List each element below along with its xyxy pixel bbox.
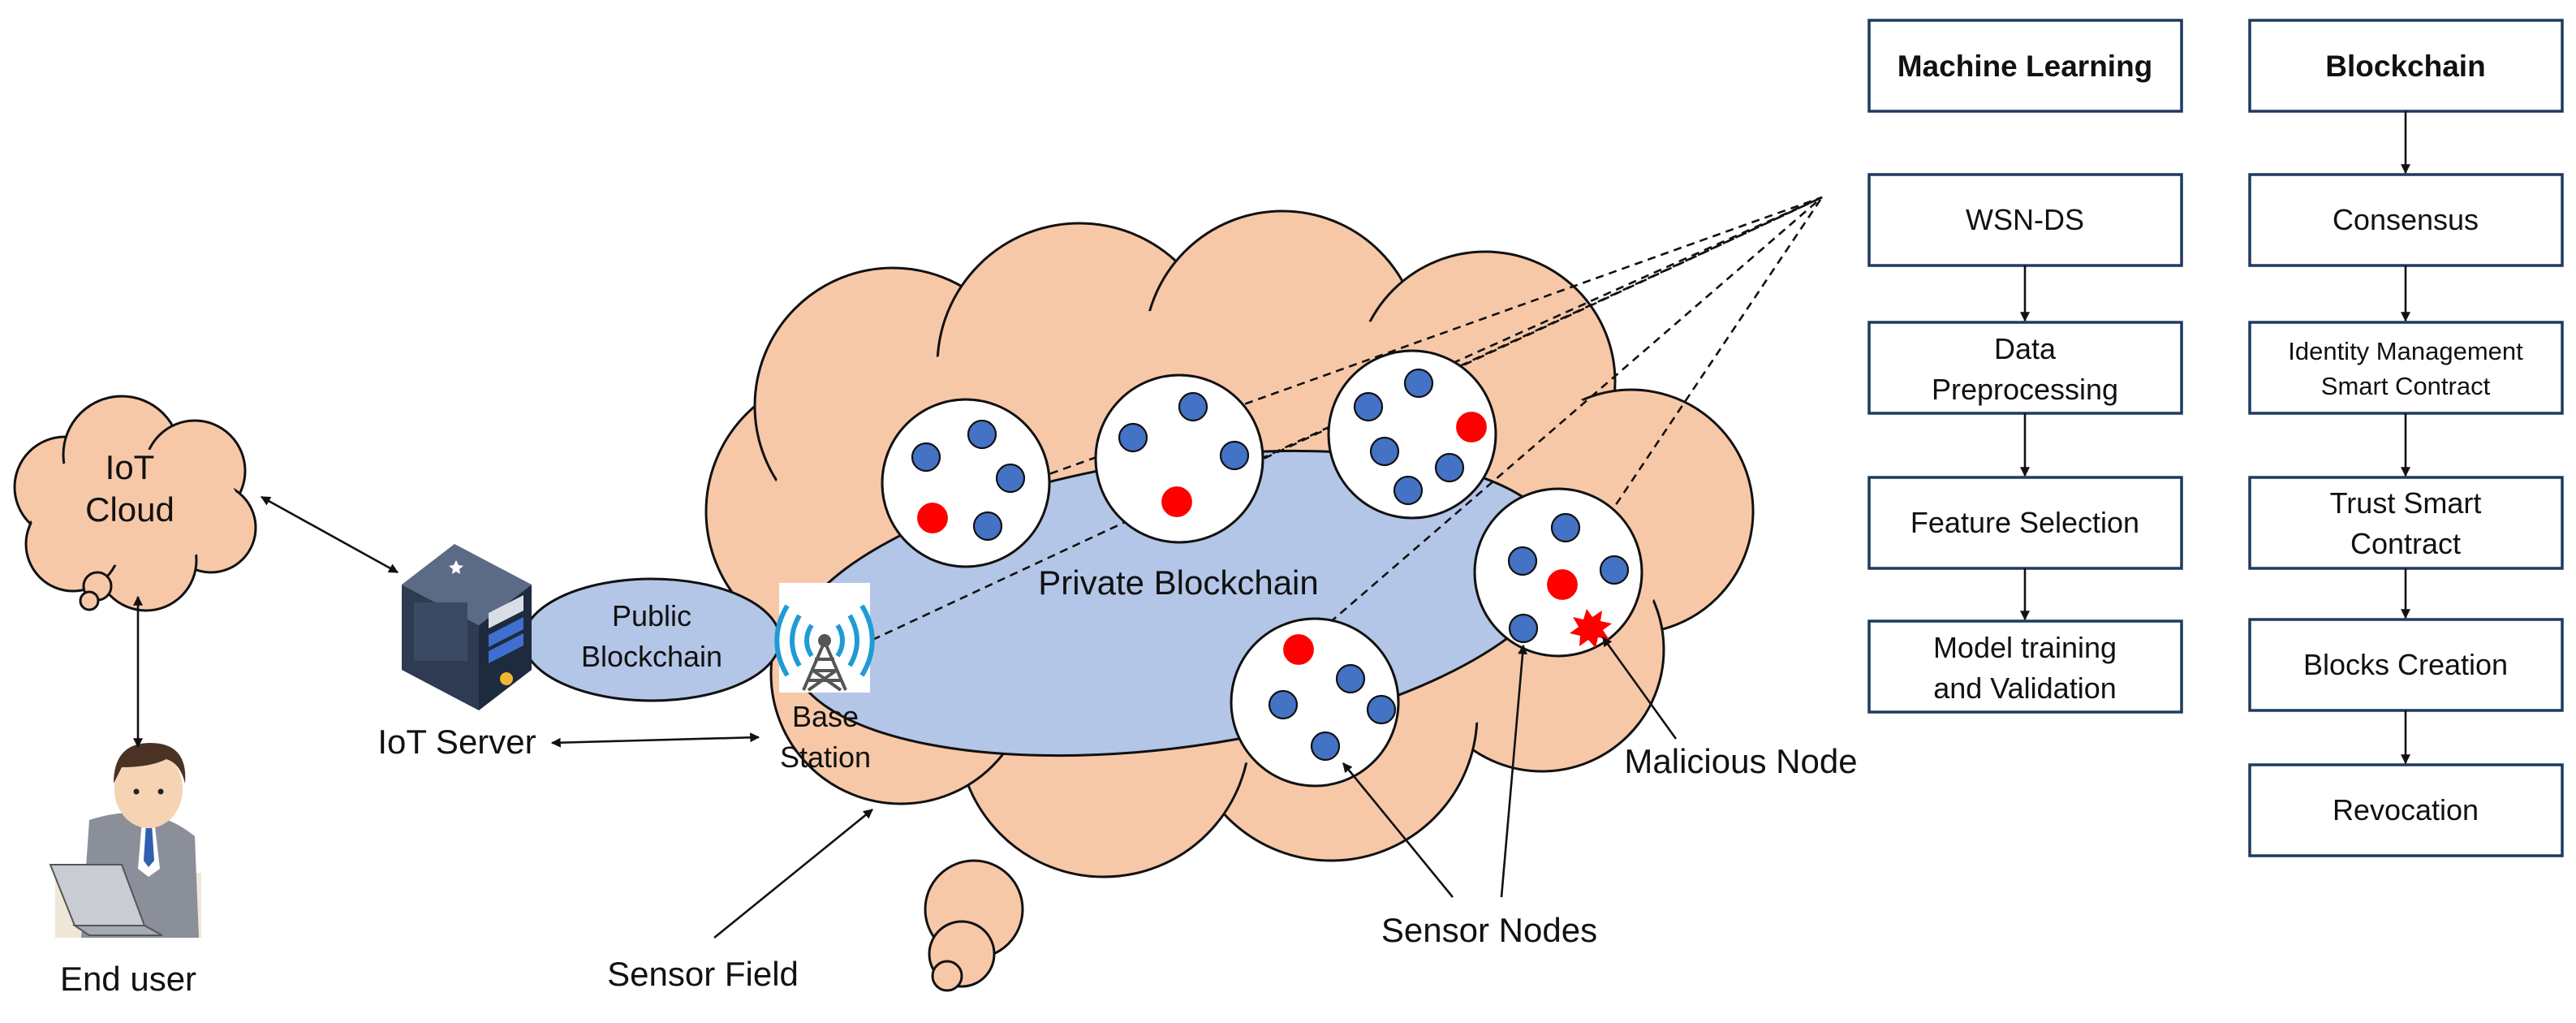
sensor-nodes-label: Sensor Nodes — [1381, 911, 1597, 949]
ml-step-preprocessing-box — [1867, 321, 2183, 415]
bc-step-consensus: Consensus — [2333, 203, 2479, 236]
bc-step-trust: Trust Smart — [2330, 486, 2482, 520]
ml-step-preprocessing-2: Preprocessing — [1932, 373, 2118, 406]
sensor-cluster-3 — [1327, 349, 1497, 520]
bc-step-identity: Identity Management — [2288, 337, 2523, 365]
machine-learning-pipeline: Machine Learning WSN-DS Data Preprocessi… — [1867, 19, 2183, 714]
iot-server-label: IoT Server — [377, 723, 536, 761]
iot-cloud-label: IoT — [106, 448, 155, 486]
end-user-laptop-icon — [49, 743, 201, 938]
iot-server-icon — [402, 544, 532, 710]
bc-step-identity-2: Smart Contract — [2321, 372, 2491, 400]
ml-step-model-training-box — [1867, 619, 2183, 714]
malicious-burst-icon — [1570, 609, 1612, 648]
end-user-label: End user — [60, 960, 196, 998]
connection-arrows — [133, 495, 1678, 939]
iot-cloud-shape — [13, 395, 257, 612]
ml-title: Machine Learning — [1898, 50, 2153, 83]
bc-step-trust-box — [2248, 476, 2564, 570]
sensor-cluster-1 — [881, 398, 1051, 568]
ml-step-preprocessing: Data — [1994, 332, 2057, 365]
bc-title: Blockchain — [2325, 50, 2485, 83]
ml-title-box — [1867, 19, 2183, 113]
malicious-node-label: Malicious Node — [1624, 742, 1857, 780]
sensor-cluster-4 — [1473, 487, 1643, 658]
ml-step-model-training: Model training — [1933, 631, 2117, 664]
ml-step-feature-selection: Feature Selection — [1910, 506, 2139, 539]
sensor-cluster-2 — [1094, 373, 1264, 544]
blockchain-pipeline: Blockchain Consensus Identity Management… — [2248, 19, 2564, 857]
base-station-tower-icon — [774, 583, 875, 693]
sensor-field-label: Sensor Field — [607, 955, 799, 993]
public-blockchain-label-2: Blockchain — [581, 640, 722, 673]
public-blockchain-label: Public — [612, 599, 691, 632]
dashed-links — [872, 196, 1824, 650]
iot-cloud-label-2: Cloud — [85, 490, 174, 529]
base-station-label: Base — [792, 700, 859, 733]
ml-step-wsn-ds: WSN-DS — [1966, 203, 2084, 236]
base-station-label-2: Station — [780, 740, 871, 774]
bc-step-revocation-box — [2248, 763, 2564, 857]
bc-step-blocks-box — [2248, 618, 2564, 712]
bc-step-blocks: Blocks Creation — [2303, 648, 2508, 681]
private-blockchain-label: Private Blockchain — [1038, 563, 1319, 602]
bc-step-trust-2: Contract — [2350, 527, 2461, 560]
bc-step-revocation: Revocation — [2333, 793, 2479, 827]
ml-step-model-training-2: and Validation — [1933, 671, 2117, 705]
sensor-cluster-5 — [1230, 617, 1400, 788]
bc-step-consensus-box — [2248, 173, 2564, 267]
